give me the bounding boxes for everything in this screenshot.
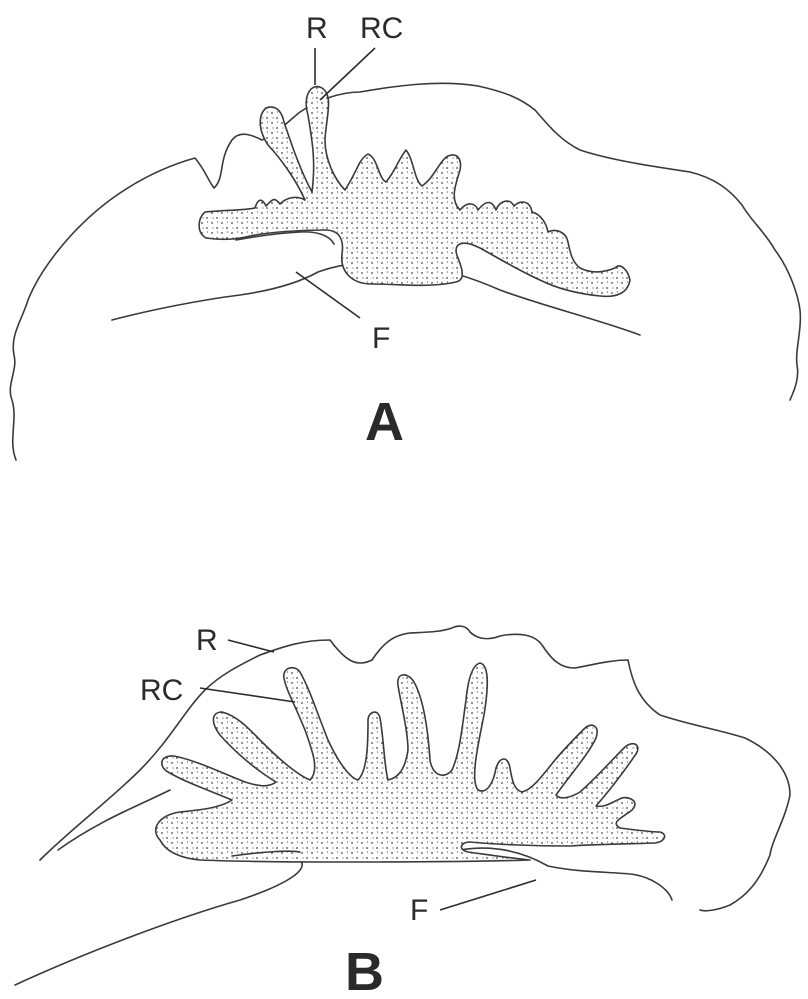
- panel-b-f-label: F: [410, 894, 428, 927]
- panel-a: R RC F A: [10, 12, 800, 460]
- panel-b-r-label: R: [196, 624, 218, 657]
- panel-b-r-leader: [228, 640, 274, 652]
- panel-a-r-label: R: [306, 12, 328, 45]
- panel-b-lower-line-left: [15, 860, 302, 985]
- panel-a-tissue: [199, 87, 630, 297]
- panel-b-rc-leader: [200, 688, 295, 702]
- panel-a-f-label: F: [372, 322, 390, 355]
- panel-b-title: B: [345, 942, 384, 999]
- panel-b-f-leader: [440, 880, 536, 910]
- panel-a-rc-label: RC: [360, 12, 403, 45]
- panel-a-f-leader: [296, 272, 360, 318]
- panel-b-lower-line-right2: [58, 790, 170, 850]
- panel-a-title: A: [365, 392, 404, 452]
- panel-b-rc-label: RC: [140, 674, 183, 707]
- panel-b: R RC F B: [15, 624, 790, 999]
